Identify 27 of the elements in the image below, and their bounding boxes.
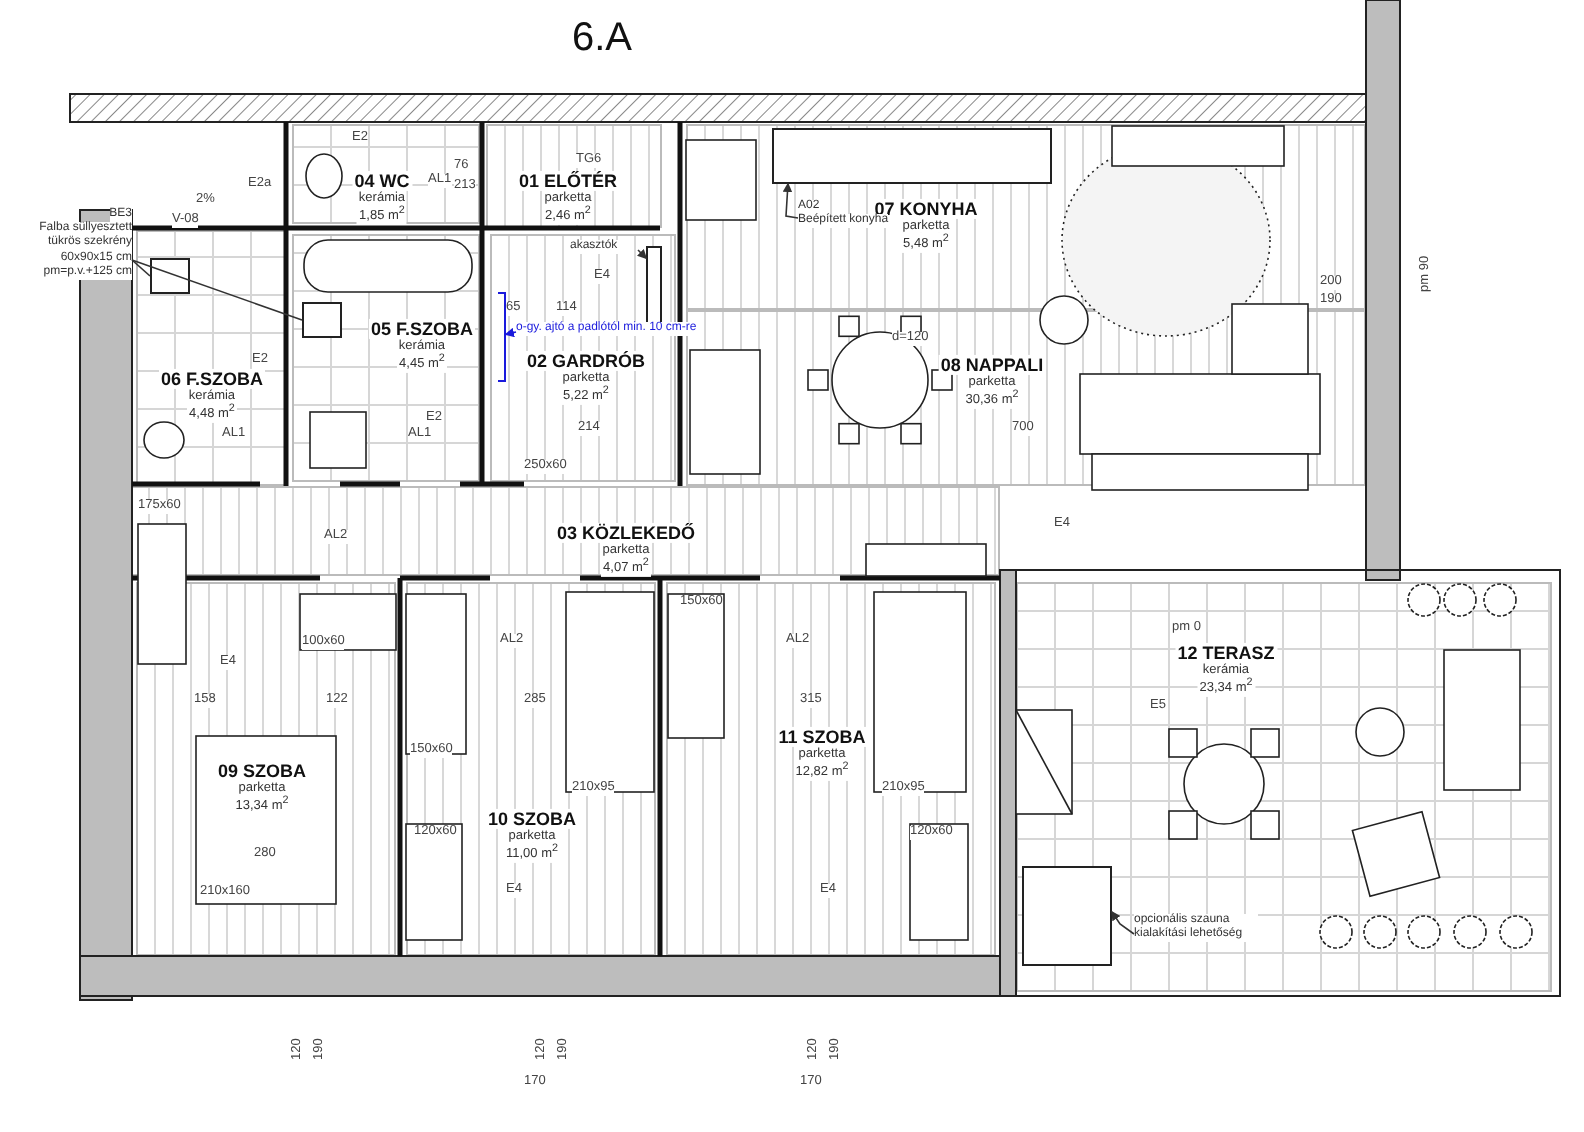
cabinet-outline — [646, 246, 662, 326]
door-marker-line — [498, 292, 506, 382]
cabinet-outline — [1022, 866, 1112, 966]
room-name: 05 F.SZOBA — [369, 318, 475, 339]
leader-line — [636, 248, 648, 260]
leader-line — [782, 182, 799, 219]
room-name: 12 TERASZ — [1175, 642, 1277, 663]
cabinet-outline — [302, 302, 342, 338]
leader-line — [131, 259, 151, 277]
leader-line — [1111, 910, 1135, 935]
leader-line — [504, 327, 517, 338]
cabinet-outline — [772, 128, 1052, 184]
room-name: 06 F.SZOBA — [159, 368, 265, 389]
room-name: 09 SZOBA — [216, 760, 308, 781]
room-name: 08 NAPPALI — [938, 354, 1046, 375]
cabinet-outline — [150, 258, 190, 294]
room-area — [130, 486, 1000, 576]
room-area — [136, 230, 286, 486]
apartment-title: 6.A — [572, 16, 633, 62]
room-name: 03 KÖZLEKEDŐ — [555, 522, 697, 543]
room-name: 04 WC — [352, 170, 412, 191]
room-area — [486, 124, 662, 228]
room-name: 11 SZOBA — [776, 726, 868, 747]
room-name: 02 GARDRÓB — [525, 350, 647, 371]
room-name: 01 ELŐTÉR — [517, 170, 619, 191]
room-name: 10 SZOBA — [486, 808, 578, 829]
leader-line — [131, 259, 303, 321]
